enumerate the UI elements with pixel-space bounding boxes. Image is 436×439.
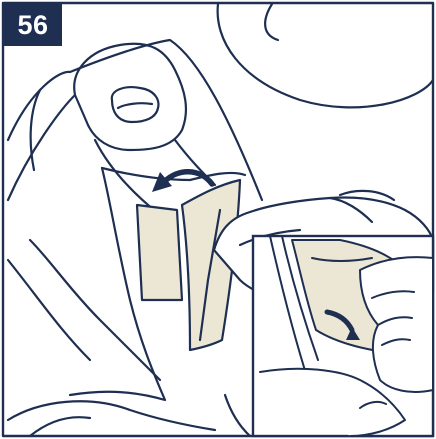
seat-contour-lower (8, 260, 90, 360)
buckle-slot-line (118, 103, 152, 108)
shell-edge (31, 90, 40, 170)
fabric-tab-left (137, 205, 182, 300)
inset-close-up (253, 236, 433, 436)
background-curve-small (265, 4, 278, 40)
seat-shell-inner (8, 95, 75, 200)
step-number-badge: 56 (4, 4, 62, 46)
background-curve (218, 4, 433, 107)
buckle-housing (74, 44, 186, 150)
lower-seat-lines (8, 395, 250, 436)
